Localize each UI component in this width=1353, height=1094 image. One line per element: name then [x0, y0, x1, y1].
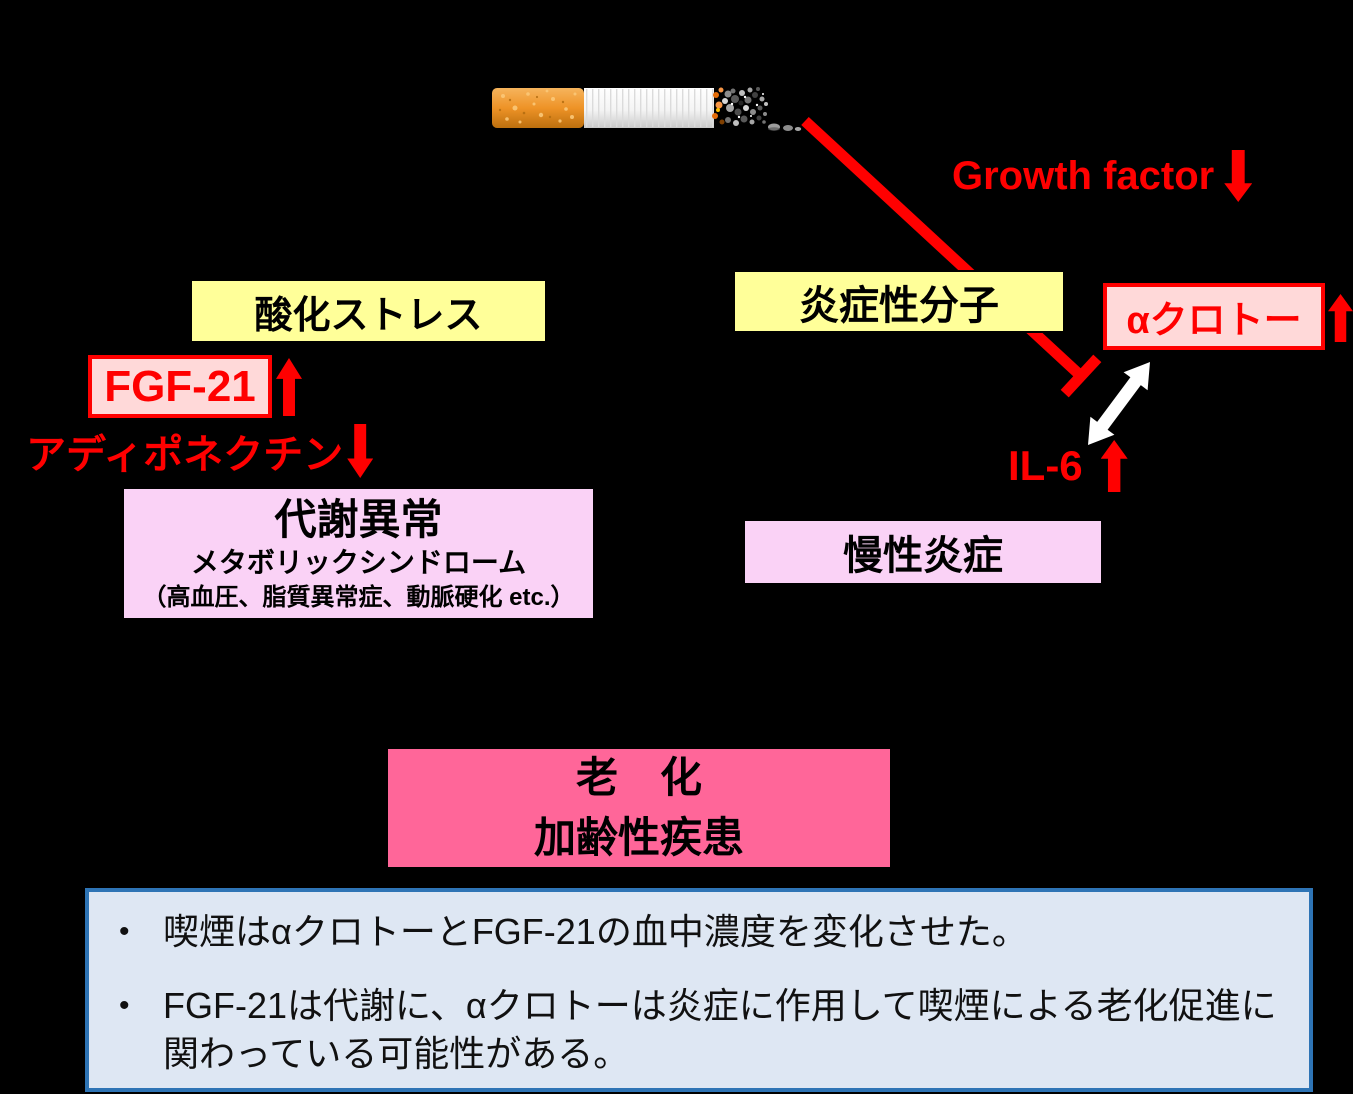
chronic-inflammation-box: 慢性炎症 [743, 519, 1103, 585]
burning-ember [712, 87, 725, 125]
chronic-inflammation-text: 慢性炎症 [843, 534, 1003, 578]
fgf21-text: FGF-21 [104, 361, 256, 411]
metabolic-title: 代謝異常 [274, 495, 443, 543]
smoke-inhibition-line [801, 116, 1102, 398]
decrease-arrow-icon [347, 424, 374, 478]
adiponectin-text: アディポネクチン [26, 433, 344, 477]
growth-factor-label: Growth factor [952, 150, 1253, 202]
inflammatory-molecules-text: 炎症性分子 [799, 283, 999, 328]
oxidative-stress-text: 酸化ストレス [254, 294, 483, 337]
aging-line1: 老 化 [575, 754, 702, 802]
decrease-arrow-icon [1224, 150, 1253, 202]
aging-box: 老 化 加齢性疾患 [385, 746, 893, 870]
alpha-klotho-text: αクロトー [1126, 300, 1302, 342]
il6-label: IL-6 [1008, 440, 1128, 492]
oxidative-stress-box: 酸化ストレス [190, 279, 547, 343]
bullet-icon: • [119, 989, 130, 1022]
bullet-item: • FGF-21は代謝に、αクロトーは炎症に作用して喫煙による老化促進に関わって… [119, 982, 1279, 1077]
bullet-icon: • [119, 915, 130, 948]
summary-bullet-2-text: FGF-21は代謝に、αクロトーは炎症に作用して喫煙による老化促進に関わっている… [163, 985, 1277, 1074]
aging-line2: 加齢性疾患 [533, 814, 744, 861]
il6-text: IL-6 [1008, 442, 1083, 489]
bullet-item: • 喫煙はαクロトーとFGF-21の血中濃度を変化させた。 [119, 908, 1279, 956]
increase-arrow-icon [1100, 440, 1128, 492]
ash-tip [722, 87, 768, 126]
growth-factor-text: Growth factor [952, 153, 1215, 198]
cigarette-icon [492, 87, 802, 131]
alpha-klotho-box: αクロトー [1103, 283, 1325, 350]
inflammatory-molecules-box: 炎症性分子 [733, 270, 1065, 333]
adiponectin-label: アディポネクチン [26, 424, 374, 478]
summary-panel: • 喫煙はαクロトーとFGF-21の血中濃度を変化させた。 • FGF-21は代… [85, 888, 1313, 1092]
summary-bullet-1-text: 喫煙はαクロトーとFGF-21の血中濃度を変化させた。 [163, 911, 1028, 952]
metabolic-subtitle: メタボリックシンドローム [190, 547, 527, 579]
metabolic-examples: （高血圧、脂質異常症、動脈硬化 etc.） [142, 583, 575, 611]
interaction-double-arrow-icon [1084, 357, 1154, 450]
metabolic-disorder-box: 代謝異常 メタボリックシンドローム （高血圧、脂質異常症、動脈硬化 etc.） [122, 487, 595, 620]
fgf21-box: FGF-21 [88, 355, 272, 418]
ash-particles [768, 123, 802, 131]
